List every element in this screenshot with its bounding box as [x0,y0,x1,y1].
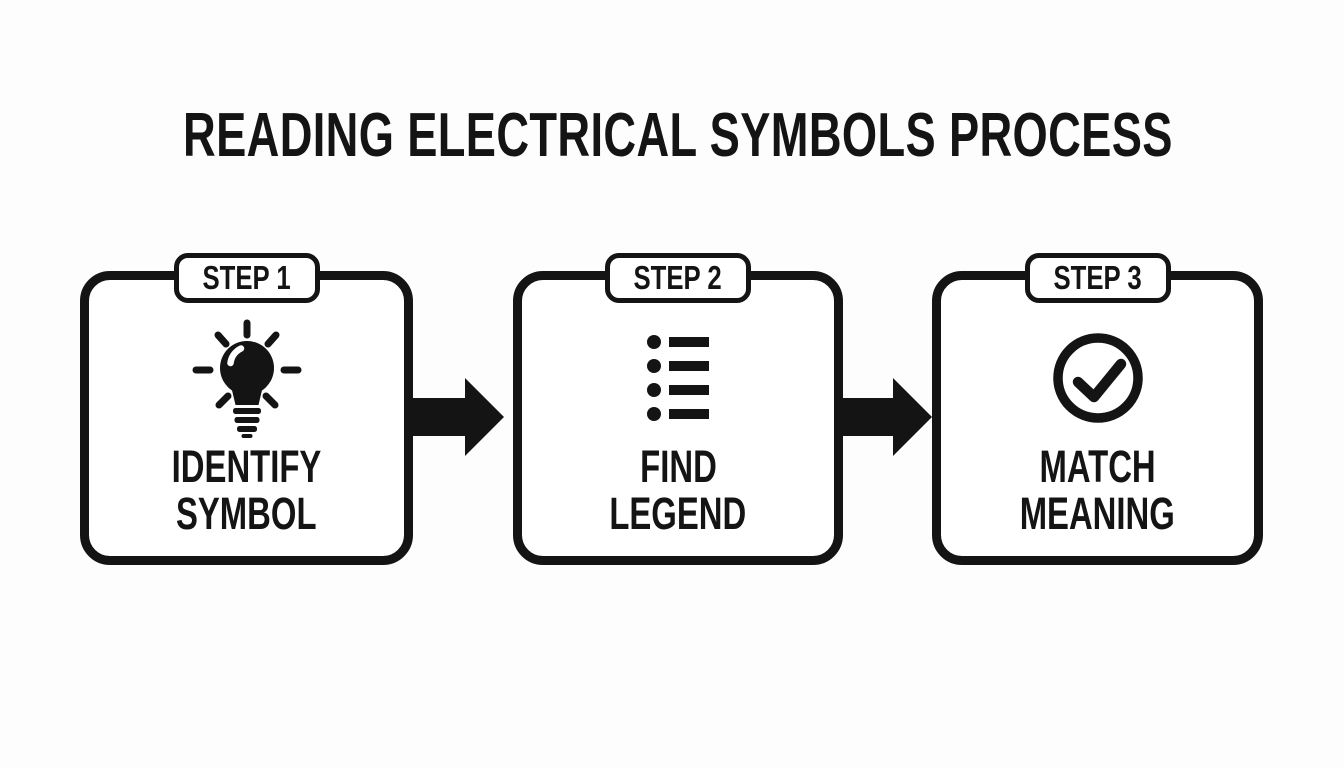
step-1-badge-label: STEP 1 [202,259,291,296]
arrow-right-icon [408,377,505,457]
step-3-label: MATCH MEANING [941,443,1254,537]
page-title: READING ELECTRICAL SYMBOLS PROCESS [0,100,1344,171]
step-2-badge-label: STEP 2 [633,259,723,296]
step-1-label-line-2: SYMBOL [176,488,317,539]
step-1-box: STEP 1 [80,253,413,565]
step-2-box: STEP 2 FIND LEGEND [513,253,843,565]
arrow-right-icon [836,377,933,457]
step-3-label-line-2: MEANING [1019,488,1176,539]
bulleted-list-icon [522,318,834,438]
page-title-text: READING ELECTRICAL SYMBOLS PROCESS [183,101,1173,170]
step-3-label-line-1: MATCH [1039,441,1156,492]
step-1-badge: STEP 1 [173,253,320,303]
step-2-badge: STEP 2 [605,253,751,303]
check-circle-icon [941,318,1254,438]
step-2-label-line-2: LEGEND [609,488,747,539]
step-1-label: IDENTIFY SYMBOL [89,443,404,537]
lightbulb-icon [89,318,404,438]
step-1-label-line-1: IDENTIFY [171,441,322,492]
step-3-badge: STEP 3 [1024,253,1171,303]
step-3-box: STEP 3 MATCH MEANING [932,253,1263,565]
step-2-label-line-1: FIND [639,441,717,492]
step-3-badge-label: STEP 3 [1053,259,1142,296]
step-2-label: FIND LEGEND [522,443,834,537]
